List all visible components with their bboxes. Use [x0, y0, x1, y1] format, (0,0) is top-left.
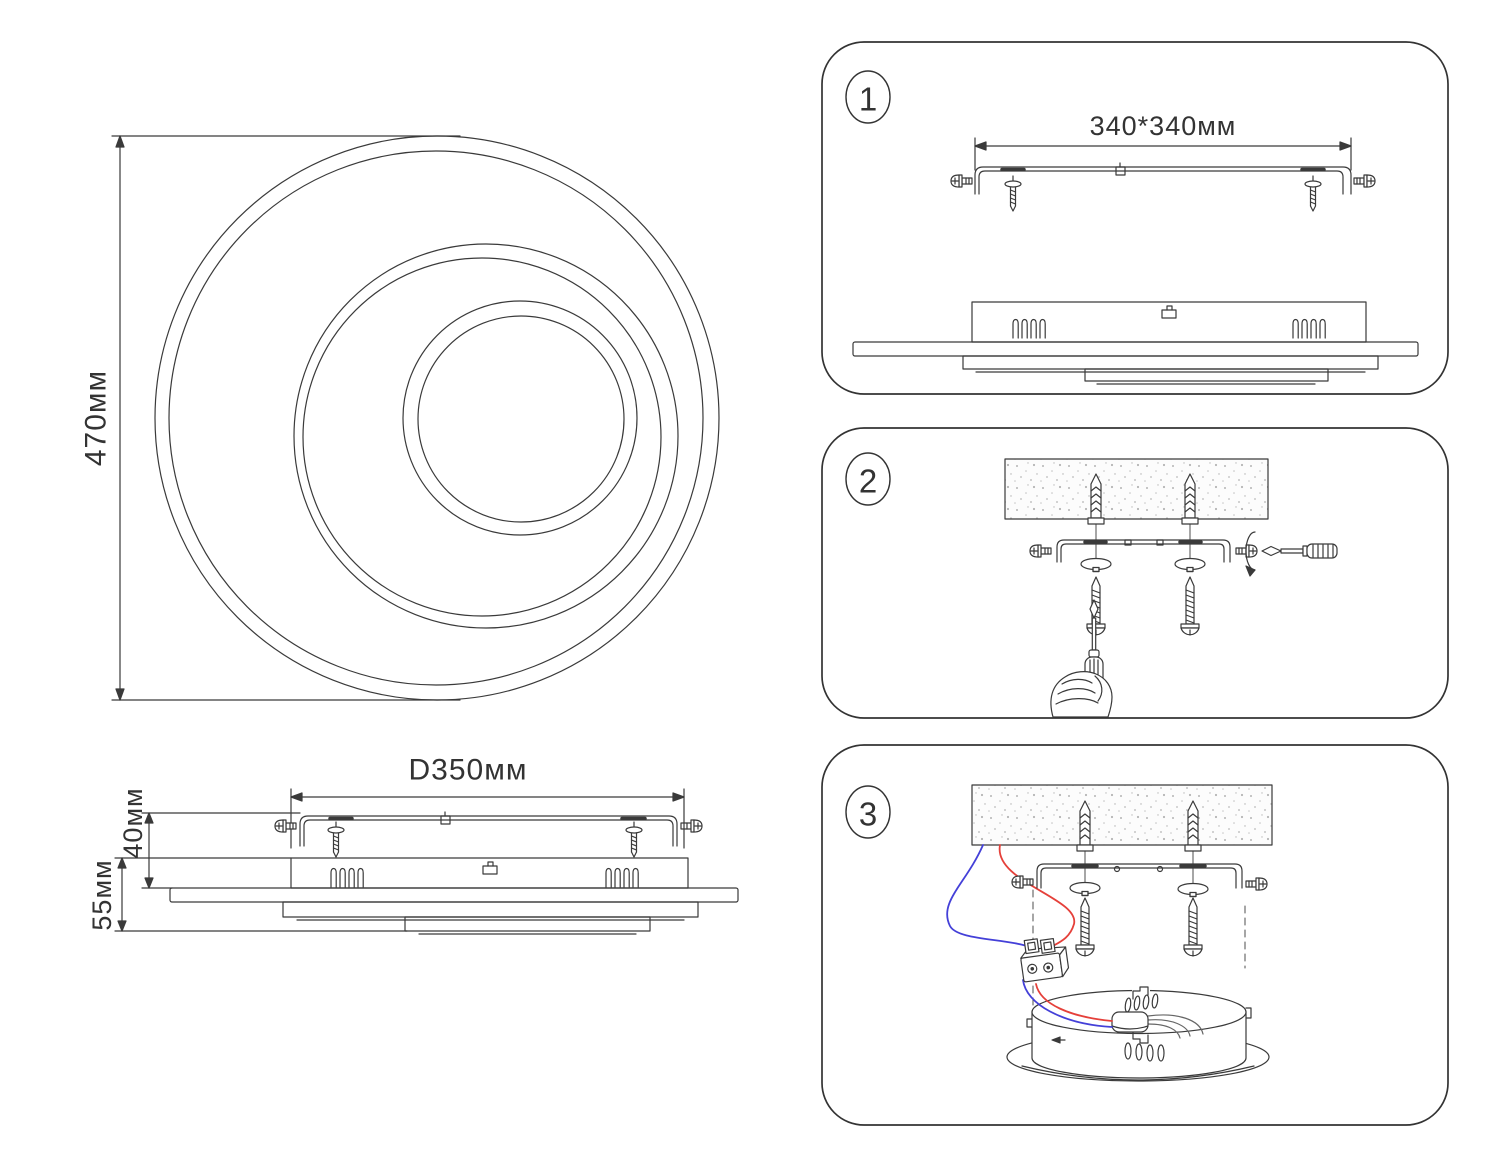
- dimension-55: [114, 857, 408, 932]
- bracket-height-label: 40мм: [118, 787, 148, 858]
- side-screw-icon: [1011, 875, 1034, 889]
- step-3-number: 3: [859, 796, 877, 833]
- wire-blue: [1022, 979, 1113, 1028]
- wire-blue: [946, 844, 1034, 949]
- ring-middle: [293, 243, 679, 629]
- screw-icon: [1004, 175, 1022, 212]
- mounting-bracket: [299, 811, 678, 847]
- dimension-40: [141, 812, 301, 889]
- mounting-bracket: [1036, 863, 1243, 889]
- screw-icon: [1180, 576, 1200, 636]
- side-screw-icon: [1245, 877, 1268, 891]
- washer-icon: [1069, 881, 1101, 897]
- guide-line: [1095, 523, 1191, 560]
- step-2-border: [821, 427, 1449, 719]
- lamp-base: [1006, 985, 1270, 1082]
- alignment-dashed-line: [1032, 889, 1246, 1009]
- rotation-arrow-icon: [1245, 531, 1256, 577]
- side-screw-icon: [1353, 174, 1376, 188]
- wire-red: [999, 844, 1075, 948]
- lamp-body: [169, 857, 739, 935]
- side-screw-icon: [274, 819, 297, 833]
- washer-icon: [1177, 882, 1209, 898]
- step-1-panel: [852, 137, 1419, 385]
- lamp-side-view: [114, 788, 739, 935]
- washer-icon: [1174, 557, 1206, 573]
- keyhole-slot: [1132, 986, 1149, 1000]
- screw-icon: [1304, 175, 1322, 212]
- hand: [1050, 671, 1113, 718]
- step-1-number: 1: [859, 81, 877, 118]
- step-3-panel: [946, 784, 1273, 1082]
- side-screw-icon: [1029, 544, 1052, 558]
- wire-grommet: [1111, 1011, 1149, 1033]
- ring-outer: [154, 135, 720, 701]
- mounting-bracket: [974, 162, 1352, 195]
- mounting-bracket: [1056, 539, 1231, 563]
- internal-wires: [1147, 1014, 1204, 1039]
- top-view-height-label: 470мм: [80, 370, 113, 466]
- step-2-badge: [845, 452, 891, 506]
- dimension-340: [974, 137, 1352, 171]
- diameter-label: D350мм: [409, 754, 528, 787]
- screw-icon: [327, 821, 345, 858]
- step-1-badge: [845, 70, 891, 124]
- side-screw-icon: [950, 174, 973, 188]
- step-2-panel: [1004, 458, 1338, 718]
- step-3-badge: [845, 785, 891, 839]
- lamp-body: [852, 301, 1419, 385]
- ceiling: [971, 784, 1273, 846]
- wire-red: [1035, 983, 1113, 1022]
- body-height-label: 55мм: [87, 859, 117, 930]
- step-1-border: [821, 41, 1449, 395]
- plate-size-label: 340*340мм: [1090, 111, 1237, 141]
- guide-line: [1084, 850, 1194, 884]
- ring-inner: [402, 300, 638, 536]
- terminal-block: [1020, 937, 1070, 983]
- screw-icon: [1075, 897, 1095, 957]
- ceiling: [1004, 458, 1269, 520]
- step-3-border: [821, 744, 1449, 1126]
- dimension-470: [111, 135, 461, 701]
- screw-icon: [1183, 897, 1203, 957]
- screw-icon: [625, 821, 643, 858]
- keyhole-slot: [1132, 1030, 1149, 1044]
- lamp-top-view: [111, 135, 720, 701]
- dimension-d350: [290, 788, 685, 849]
- step-2-number: 2: [859, 463, 877, 500]
- washer-icon: [1080, 557, 1112, 573]
- screwdriver-icon: [1261, 543, 1338, 559]
